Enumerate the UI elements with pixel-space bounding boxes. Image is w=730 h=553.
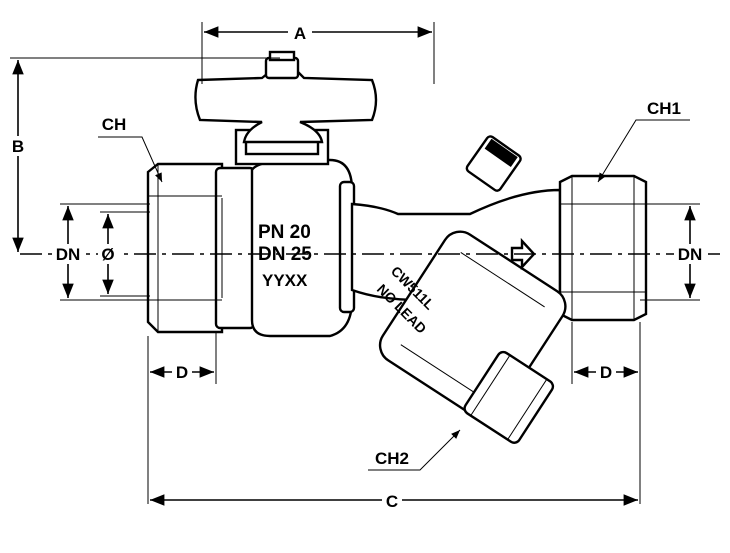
dim-a-label: A [294, 24, 306, 43]
marking-pressure: PN 20 [258, 222, 311, 243]
dimension-c: C [150, 492, 638, 511]
callout-ch2: CH2 [368, 429, 461, 471]
callout-ch: CH [98, 115, 163, 183]
dim-d-right-label: D [600, 363, 612, 382]
dimension-a: A [201, 22, 435, 84]
dim-dn-right-label: DN [678, 245, 703, 264]
dim-dn-left-label: DN [56, 245, 81, 264]
marking-nominal-diameter: DN 25 [258, 244, 312, 265]
callout-ch-label: CH [102, 115, 127, 134]
dimension-b: B [8, 57, 280, 252]
dimension-d-right: D [571, 322, 641, 504]
dim-d-left-label: D [176, 363, 188, 382]
marking-date-code: YYXX [262, 271, 308, 290]
callout-ch2-label: CH2 [375, 449, 409, 468]
dimension-dn-right: DN [640, 203, 708, 301]
dim-b-label: B [12, 137, 24, 156]
callout-ch1-label: CH1 [647, 99, 681, 118]
dim-diameter-label: Ø [101, 245, 114, 264]
dimension-dn-left: DN [52, 203, 150, 301]
dim-c-label: C [386, 492, 398, 511]
valve-body [146, 50, 648, 444]
dimension-d-left: D [147, 332, 217, 504]
callout-ch1: CH1 [597, 99, 690, 183]
dimension-diameter: Ø [98, 211, 150, 297]
